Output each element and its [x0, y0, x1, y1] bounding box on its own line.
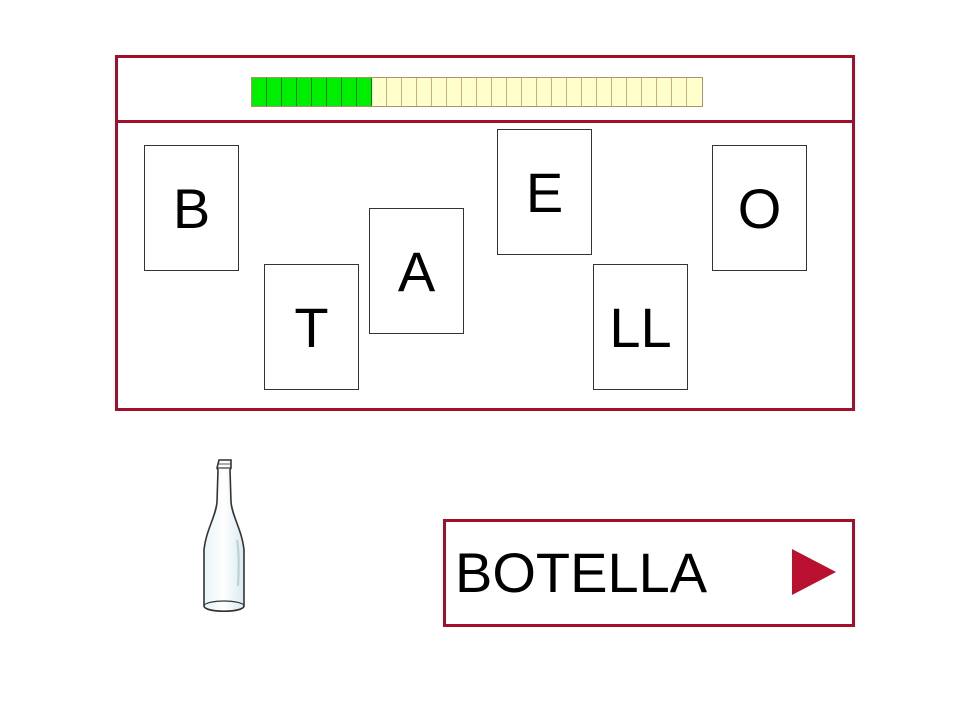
progress-segment-done	[297, 78, 312, 106]
progress-segment-empty	[447, 78, 462, 106]
progress-segment-empty	[522, 78, 537, 106]
progress-segment-empty	[597, 78, 612, 106]
progress-segment-empty	[612, 78, 627, 106]
letter-card-ll[interactable]: LL	[593, 264, 688, 390]
letter-card-e[interactable]: E	[497, 129, 592, 255]
progress-segment-done	[252, 78, 267, 106]
progress-segment-done	[342, 78, 357, 106]
progress-segment-done	[312, 78, 327, 106]
play-arrow-icon[interactable]	[792, 549, 836, 595]
word-label: BOTELLA	[455, 541, 708, 604]
letter-card-b[interactable]: B	[144, 145, 239, 271]
progress-segment-empty	[537, 78, 552, 106]
progress-segment-empty	[552, 78, 567, 106]
word-answer-box[interactable]: BOTELLA	[443, 519, 855, 627]
letter-card-t[interactable]: T	[264, 264, 359, 390]
progress-segment-done	[327, 78, 342, 106]
progress-segment-done	[282, 78, 297, 106]
progress-segment-done	[357, 78, 372, 106]
progress-segment-empty	[687, 78, 702, 106]
letter-card-o[interactable]: O	[712, 145, 807, 271]
progress-segment-empty	[582, 78, 597, 106]
progress-segment-done	[267, 78, 282, 106]
progress-segment-empty	[672, 78, 687, 106]
progress-segment-empty	[387, 78, 402, 106]
progress-segment-empty	[372, 78, 387, 106]
progress-segment-empty	[432, 78, 447, 106]
progress-segment-empty	[492, 78, 507, 106]
progress-segment-empty	[417, 78, 432, 106]
progress-segment-empty	[507, 78, 522, 106]
progress-segment-empty	[477, 78, 492, 106]
letter-card-a[interactable]: A	[369, 208, 464, 334]
board-divider	[118, 120, 852, 123]
progress-bar	[251, 77, 703, 107]
bottle-icon	[203, 459, 245, 613]
progress-segment-empty	[627, 78, 642, 106]
progress-segment-empty	[657, 78, 672, 106]
progress-segment-empty	[402, 78, 417, 106]
progress-segment-empty	[642, 78, 657, 106]
progress-segment-empty	[567, 78, 582, 106]
progress-segment-empty	[462, 78, 477, 106]
